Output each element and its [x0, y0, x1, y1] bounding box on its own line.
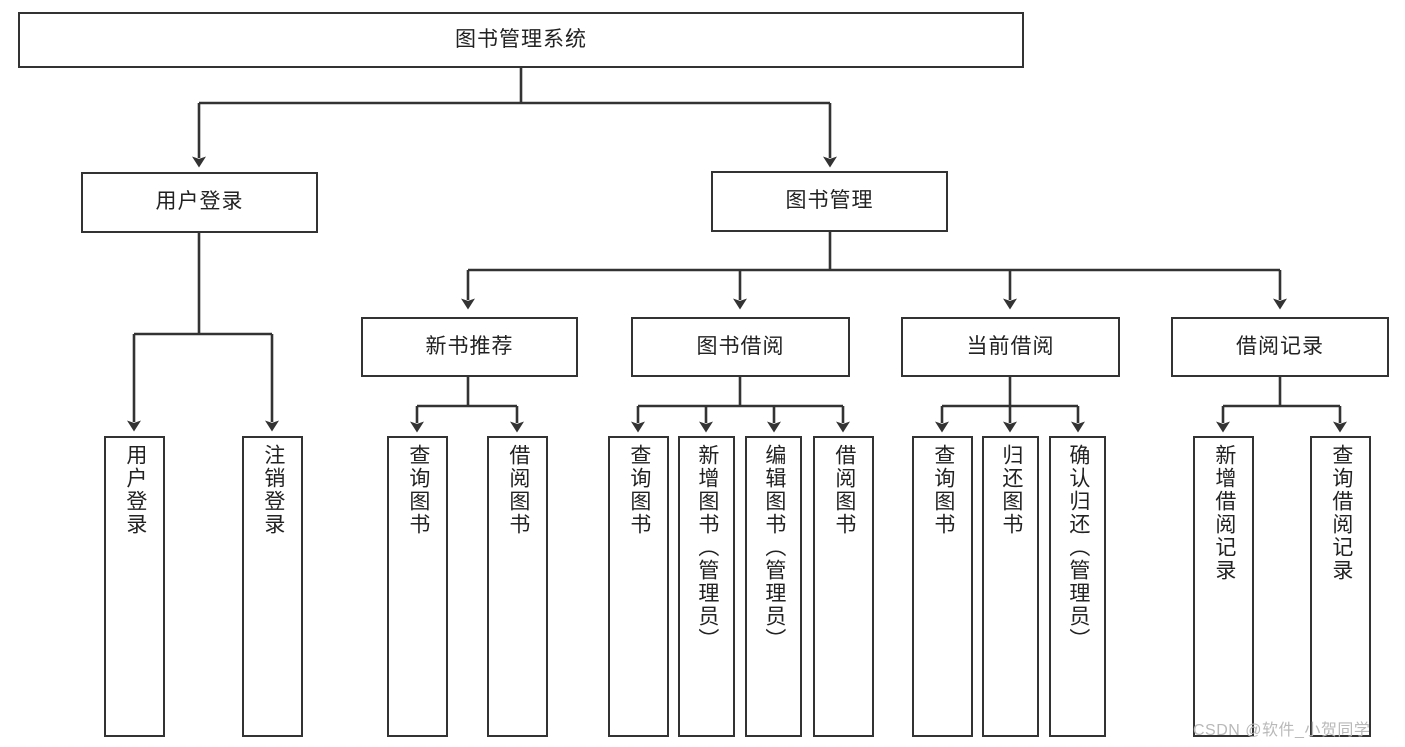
- node-leaf-borrow-book-2-label: 借阅图书: [832, 444, 856, 536]
- node-borrow-record-label: 借阅记录: [1236, 334, 1324, 358]
- node-leaf-confirm-return[interactable]: 确认归还（管理员）: [1049, 436, 1106, 737]
- node-leaf-query-book-2[interactable]: 查询图书: [608, 436, 669, 737]
- node-leaf-query-book-3[interactable]: 查询图书: [912, 436, 973, 737]
- node-new-book-recommend-label: 新书推荐: [425, 334, 514, 358]
- node-leaf-add-book[interactable]: 新增图书（管理员）: [678, 436, 735, 737]
- node-leaf-logout-label: 注销登录: [261, 444, 285, 536]
- node-leaf-borrow-book-2[interactable]: 借阅图书: [813, 436, 874, 737]
- node-leaf-query-book-3-label: 查询图书: [931, 444, 955, 536]
- node-leaf-query-book-1[interactable]: 查询图书: [387, 436, 448, 737]
- node-current-borrow[interactable]: 当前借阅: [901, 317, 1120, 377]
- node-root-label: 图书管理系统: [455, 27, 587, 51]
- node-leaf-user-login-label: 用户登录: [123, 444, 147, 536]
- node-leaf-return-book[interactable]: 归还图书: [982, 436, 1039, 737]
- node-leaf-add-record[interactable]: 新增借阅记录: [1193, 436, 1254, 737]
- node-user-login-label: 用户登录: [155, 190, 244, 214]
- node-current-borrow-label: 当前借阅: [966, 334, 1055, 358]
- node-leaf-edit-book[interactable]: 编辑图书（管理员）: [745, 436, 802, 737]
- node-leaf-borrow-book-1[interactable]: 借阅图书: [487, 436, 548, 737]
- node-borrow-record[interactable]: 借阅记录: [1171, 317, 1389, 377]
- node-book-borrow-label: 图书借阅: [696, 334, 785, 358]
- node-leaf-user-login[interactable]: 用户登录: [104, 436, 165, 737]
- node-leaf-query-record[interactable]: 查询借阅记录: [1310, 436, 1371, 737]
- node-user-login[interactable]: 用户登录: [81, 172, 318, 233]
- node-leaf-query-book-1-label: 查询图书: [406, 444, 430, 536]
- node-book-manage-label: 图书管理: [785, 189, 874, 213]
- node-leaf-add-book-label: 新增图书（管理员）: [695, 444, 719, 651]
- node-root[interactable]: 图书管理系统: [18, 12, 1024, 68]
- node-leaf-return-book-label: 归还图书: [999, 444, 1023, 536]
- node-leaf-borrow-book-1-label: 借阅图书: [506, 444, 530, 536]
- node-leaf-logout[interactable]: 注销登录: [242, 436, 303, 737]
- node-book-borrow[interactable]: 图书借阅: [631, 317, 850, 377]
- node-leaf-query-record-label: 查询借阅记录: [1329, 444, 1353, 582]
- node-leaf-add-record-label: 新增借阅记录: [1212, 444, 1236, 582]
- node-leaf-query-book-2-label: 查询图书: [627, 444, 651, 536]
- node-leaf-confirm-return-label: 确认归还（管理员）: [1066, 444, 1090, 651]
- node-book-manage[interactable]: 图书管理: [711, 171, 948, 232]
- node-leaf-edit-book-label: 编辑图书（管理员）: [762, 444, 786, 651]
- node-new-book-recommend[interactable]: 新书推荐: [361, 317, 578, 377]
